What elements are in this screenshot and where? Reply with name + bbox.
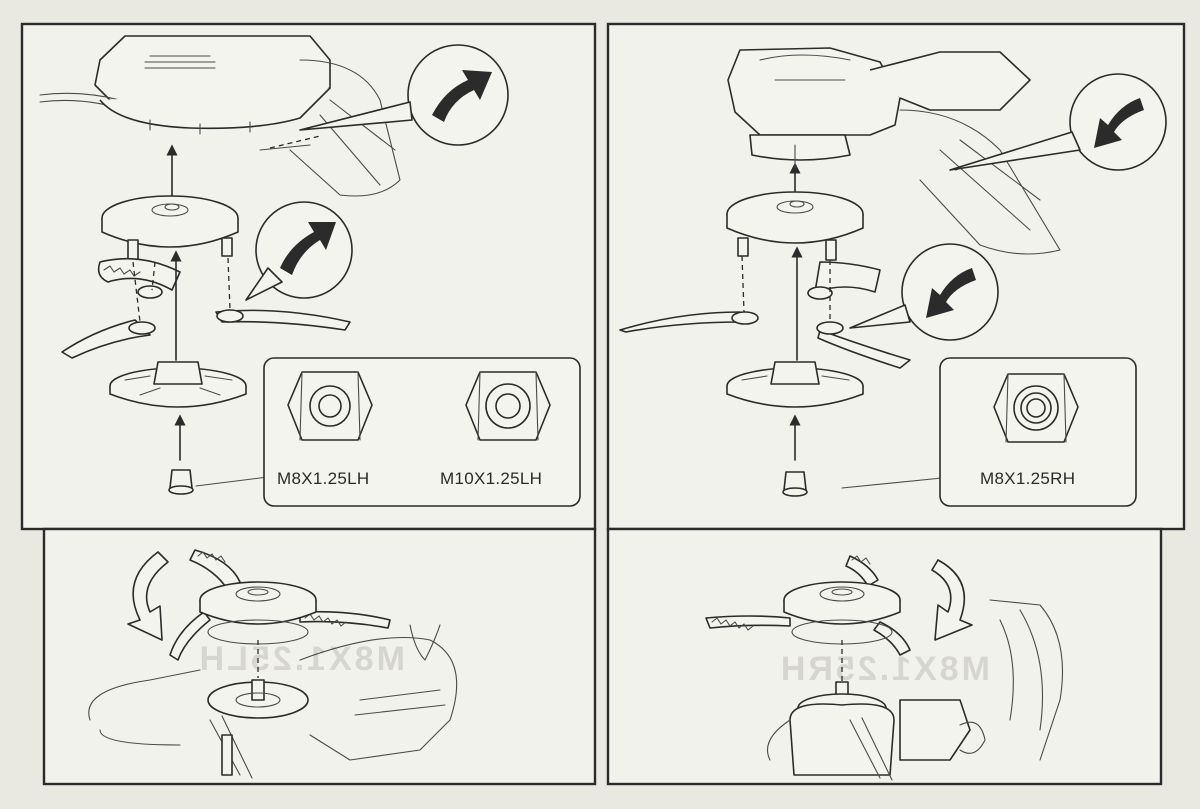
- mirrored-watermark: M8X1.25LH: [197, 640, 405, 678]
- top-right-illustration: M8X1.25RH: [619, 47, 1167, 507]
- up-arrow-icon: [432, 70, 492, 122]
- mirrored-watermark: M8X1.25RH: [778, 650, 990, 688]
- rotation-arrow-icon: [931, 559, 973, 641]
- bottom-left-illustration: M8X1.25LH: [88, 549, 458, 779]
- nut-label-m8-lh: M8X1.25LH: [277, 469, 369, 488]
- panel-bottom-left: [42, 527, 597, 786]
- down-left-arrow-icon: [1094, 98, 1144, 148]
- hex-nut-icon: [287, 371, 373, 441]
- rotation-arrow-icon: [127, 551, 169, 641]
- up-arrow-icon: [280, 222, 336, 275]
- down-left-arrow-icon: [926, 268, 976, 318]
- nut-label-m10-lh: M10X1.25LH: [440, 469, 542, 488]
- bottom-right-illustration: M8X1.25RH: [705, 555, 1064, 781]
- hex-nut-icon: [465, 371, 551, 441]
- nut-label-m8-rh: M8X1.25RH: [980, 469, 1075, 488]
- top-left-illustration: M8X1.25LH M10X1.25LH: [39, 35, 581, 507]
- hex-nut-icon: [993, 373, 1079, 443]
